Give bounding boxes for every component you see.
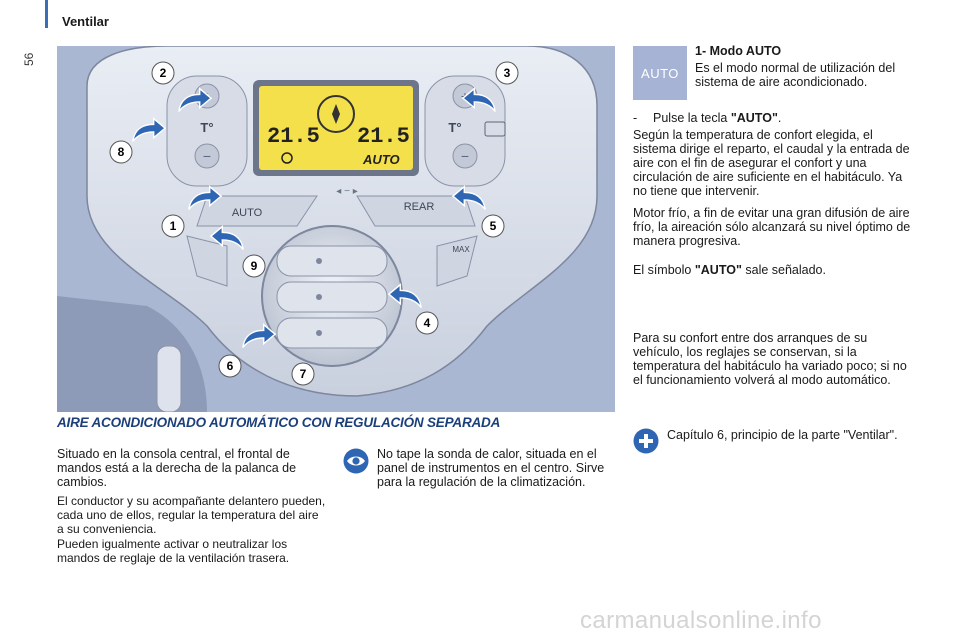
eye-icon <box>343 448 369 474</box>
callout-4: 4 <box>415 311 439 335</box>
callout-1: 1 <box>161 214 185 238</box>
chapter-reference-note: Capítulo 6, principio de la parte "Venti… <box>667 428 898 442</box>
section-heading: AIRE ACONDICIONADO AUTOMÁTICO CON REGULA… <box>57 415 501 430</box>
display-temp-right: 21.5 <box>357 124 410 149</box>
callout-9: 9 <box>242 254 266 278</box>
auto-button-label: AUTO <box>232 207 263 219</box>
section-title: Ventilar <box>62 14 109 29</box>
max-button[interactable] <box>436 235 478 287</box>
lcd-display <box>259 86 413 170</box>
face-mode-button[interactable] <box>276 281 388 313</box>
bullet-key: "AUTO" <box>730 111 778 125</box>
symbol-paragraph: El símbolo "AUTO" sale señalado. <box>633 263 913 277</box>
feet-mode-button[interactable] <box>276 317 388 349</box>
svg-text:6: 6 <box>227 359 234 373</box>
bullet-dash: - <box>633 111 638 125</box>
display-temp-left: 21.5 <box>267 124 320 149</box>
rear-defrost-icon <box>484 121 506 137</box>
right-temp-down-button[interactable] <box>452 143 478 169</box>
symbol-post: sale señalado. <box>741 263 826 277</box>
page-number: 56 <box>22 52 36 66</box>
symbol-pre: El símbolo <box>633 263 695 277</box>
callout-7: 7 <box>291 362 315 386</box>
callout-3: 3 <box>495 61 519 85</box>
sensor-warning-note: No tape la sonda de calor, situada en el… <box>377 447 605 489</box>
display-mode: AUTO <box>362 152 400 167</box>
watermark-footer: carmanualsonline.info <box>580 607 822 634</box>
svg-text:9: 9 <box>251 259 258 273</box>
right-temp-label: T° <box>448 120 461 135</box>
max-button-label: MAX <box>452 245 470 254</box>
svg-text:4: 4 <box>424 316 431 330</box>
mode-description: Es el modo normal de utilización del sis… <box>695 61 896 89</box>
gear-lever <box>156 345 182 412</box>
bullet-text: Pulse la tecla <box>653 111 731 125</box>
svg-text:◂ − ▸: ◂ − ▸ <box>336 186 357 197</box>
rear-ventilation-paragraph: Pueden igualmente activar o neutralizar … <box>57 537 290 565</box>
mode-title: 1- Modo AUTO <box>695 44 782 58</box>
svg-text:−: − <box>461 148 469 164</box>
rear-button-label: REAR <box>404 201 435 213</box>
press-key-instruction: - Pulse la tecla "AUTO". <box>633 111 913 125</box>
callout-8: 8 <box>109 140 133 164</box>
climate-panel-illustration: + T° − + T° − 21.5 21.5 AUTO AUTO REAR ◂… <box>57 46 615 412</box>
windscreen-mode-button[interactable] <box>276 245 388 277</box>
symbol-key: "AUTO" <box>694 263 742 277</box>
svg-text:1: 1 <box>170 219 177 233</box>
left-temp-down-button[interactable] <box>194 143 220 169</box>
auto-button[interactable] <box>196 195 318 227</box>
callout-2: 2 <box>151 61 175 85</box>
comfort-paragraph: Según la temperatura de confort elegida,… <box>633 128 910 198</box>
callout-5: 5 <box>481 214 505 238</box>
individual-temp-paragraph: El conductor y su acompañante delantero … <box>57 494 326 536</box>
rear-button[interactable] <box>356 195 476 227</box>
auto-badge: AUTO <box>633 46 687 100</box>
svg-text:3: 3 <box>504 66 511 80</box>
ac-button[interactable] <box>186 235 228 287</box>
section-marker-bar <box>45 0 48 28</box>
fan-display-icon <box>317 95 355 133</box>
svg-text:8: 8 <box>118 145 125 159</box>
svg-text:−: − <box>203 148 211 164</box>
plus-icon <box>633 428 659 454</box>
callout-6: 6 <box>218 354 242 378</box>
sun-display-icon <box>281 152 293 164</box>
svg-text:7: 7 <box>300 367 307 381</box>
location-paragraph: Situado en la consola central, el fronta… <box>57 447 297 489</box>
svg-text:2: 2 <box>160 66 167 80</box>
left-temp-label: T° <box>200 120 213 135</box>
climate-panel-svg: + T° − + T° − 21.5 21.5 AUTO AUTO REAR ◂… <box>57 46 615 412</box>
cold-engine-paragraph: Motor frío, a fin de evitar una gran dif… <box>633 206 911 248</box>
svg-text:5: 5 <box>490 219 497 233</box>
bullet-end: . <box>777 111 782 125</box>
settings-memory-paragraph: Para su confort entre dos arranques de s… <box>633 331 907 387</box>
